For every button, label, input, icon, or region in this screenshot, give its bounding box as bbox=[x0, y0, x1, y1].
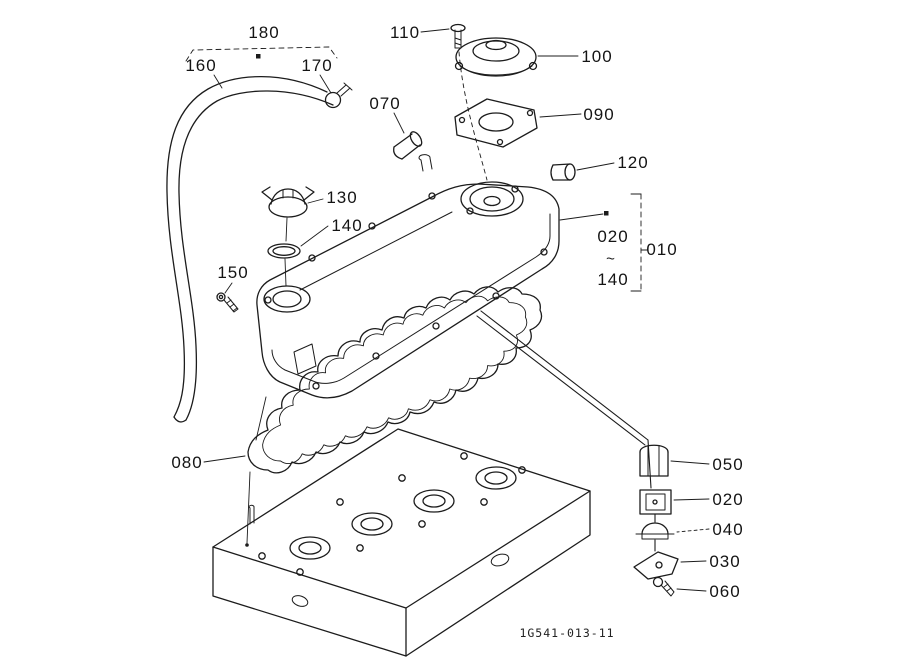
part-label-050: 050 bbox=[712, 455, 744, 474]
part-label-140: 140 bbox=[331, 216, 363, 235]
part-label-010: 010 bbox=[646, 240, 678, 259]
leader-dots bbox=[245, 54, 609, 547]
hose-clamp-drawing bbox=[324, 82, 353, 109]
alignment-lines bbox=[246, 217, 288, 544]
part-range-top: 020 bbox=[597, 227, 629, 246]
part-label-020: 020 bbox=[712, 490, 744, 509]
breather-hose-drawing bbox=[166, 75, 334, 423]
drawing-code: 1G541-013-11 bbox=[519, 626, 615, 640]
screw-060-drawing bbox=[652, 576, 675, 597]
cylinder-head-drawing bbox=[212, 428, 591, 657]
o-ring-drawing bbox=[267, 243, 301, 259]
part-label-180: 180 bbox=[248, 23, 280, 42]
leader-lines bbox=[185, 28, 710, 592]
stud-drawing bbox=[216, 292, 239, 313]
part-label-110: 110 bbox=[389, 23, 421, 42]
bracket-030-drawing bbox=[633, 551, 679, 580]
part-label-030: 030 bbox=[709, 552, 741, 571]
part-label-160: 160 bbox=[185, 56, 217, 75]
part-label-090: 090 bbox=[583, 105, 615, 124]
bolt-110-drawing bbox=[450, 23, 466, 49]
joint-020-drawing bbox=[639, 489, 672, 515]
breather-tube-drawing bbox=[476, 310, 656, 552]
part-label-120: 120 bbox=[617, 153, 649, 172]
cylinder-head-cover-drawing bbox=[256, 154, 560, 399]
part-label-060: 060 bbox=[709, 582, 741, 601]
clamp-050-drawing bbox=[639, 444, 669, 477]
part-range-tilde: ~ bbox=[606, 250, 616, 268]
part-label-040: 040 bbox=[712, 520, 744, 539]
breather-cap-drawing bbox=[454, 37, 538, 77]
part-label-080: 080 bbox=[171, 453, 203, 472]
centerline bbox=[458, 51, 488, 181]
plug-drawing bbox=[550, 163, 576, 181]
part-range-bottom: 140 bbox=[597, 270, 629, 289]
part-label-100: 100 bbox=[581, 47, 613, 66]
part-label-070: 070 bbox=[369, 94, 401, 113]
oil-filler-cap-drawing bbox=[261, 186, 315, 218]
part-label-150: 150 bbox=[217, 263, 249, 282]
part-label-130: 130 bbox=[326, 188, 358, 207]
breather-pipe-drawing bbox=[393, 131, 423, 160]
cover-gasket-drawing bbox=[247, 286, 543, 474]
clamp-040-drawing bbox=[635, 522, 675, 540]
part-label-170: 170 bbox=[301, 56, 333, 75]
cap-gasket-drawing bbox=[454, 98, 538, 148]
